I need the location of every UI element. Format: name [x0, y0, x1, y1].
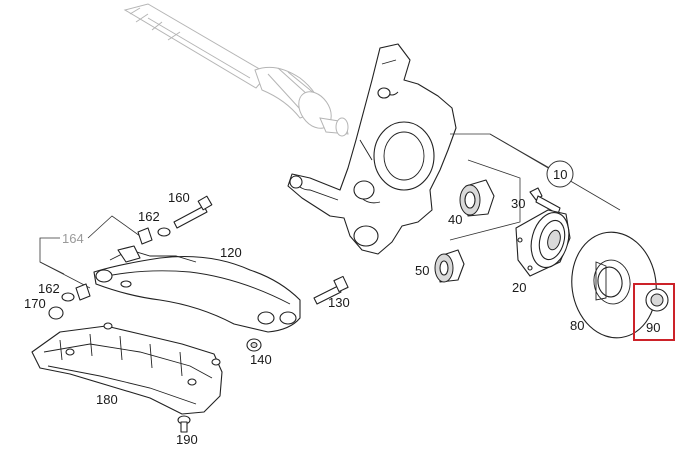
control-arm-120 — [93, 245, 301, 333]
label-180: 180 — [96, 392, 118, 407]
label-170: 170 — [24, 296, 46, 311]
label-50: 50 — [415, 263, 429, 278]
label-162-upper: 162 — [138, 209, 160, 224]
label-120: 120 — [220, 245, 242, 260]
bushing-40 — [459, 179, 495, 217]
leader-164 — [39, 215, 141, 289]
brake-disc-80 — [571, 231, 657, 339]
label-164: 164 — [62, 231, 84, 246]
drive-shaft — [123, 3, 349, 137]
wheel-carrier — [287, 43, 457, 255]
axle-nut-90 — [633, 283, 675, 341]
label-30: 30 — [511, 196, 525, 211]
callout-circle-10 — [546, 160, 574, 188]
label-160: 160 — [168, 190, 190, 205]
leader-10 — [449, 133, 621, 241]
label-10: 10 — [553, 167, 567, 182]
nut-170 — [48, 306, 64, 320]
washer-162-lower — [61, 283, 91, 302]
label-130: 130 — [328, 295, 350, 310]
screw-190 — [177, 415, 191, 433]
highlight-box — [633, 283, 675, 341]
bolt-160 — [173, 195, 213, 229]
bolt-130 — [313, 275, 349, 305]
label-162-lower: 162 — [38, 281, 60, 296]
label-140: 140 — [250, 352, 272, 367]
part-labels: 10 20 30 40 50 80 90 120 130 140 160 162… — [24, 167, 660, 447]
label-40: 40 — [448, 212, 462, 227]
nut-140 — [246, 338, 262, 352]
label-20: 20 — [512, 280, 526, 295]
washer-162-upper — [137, 227, 171, 245]
wheel-hub-20 — [515, 209, 571, 277]
label-190: 190 — [176, 432, 198, 447]
label-80: 80 — [570, 318, 584, 333]
label-90: 90 — [646, 320, 660, 335]
underbody-panel-180 — [31, 322, 223, 415]
bushing-50 — [434, 249, 465, 283]
bolt-30 — [529, 187, 561, 215]
